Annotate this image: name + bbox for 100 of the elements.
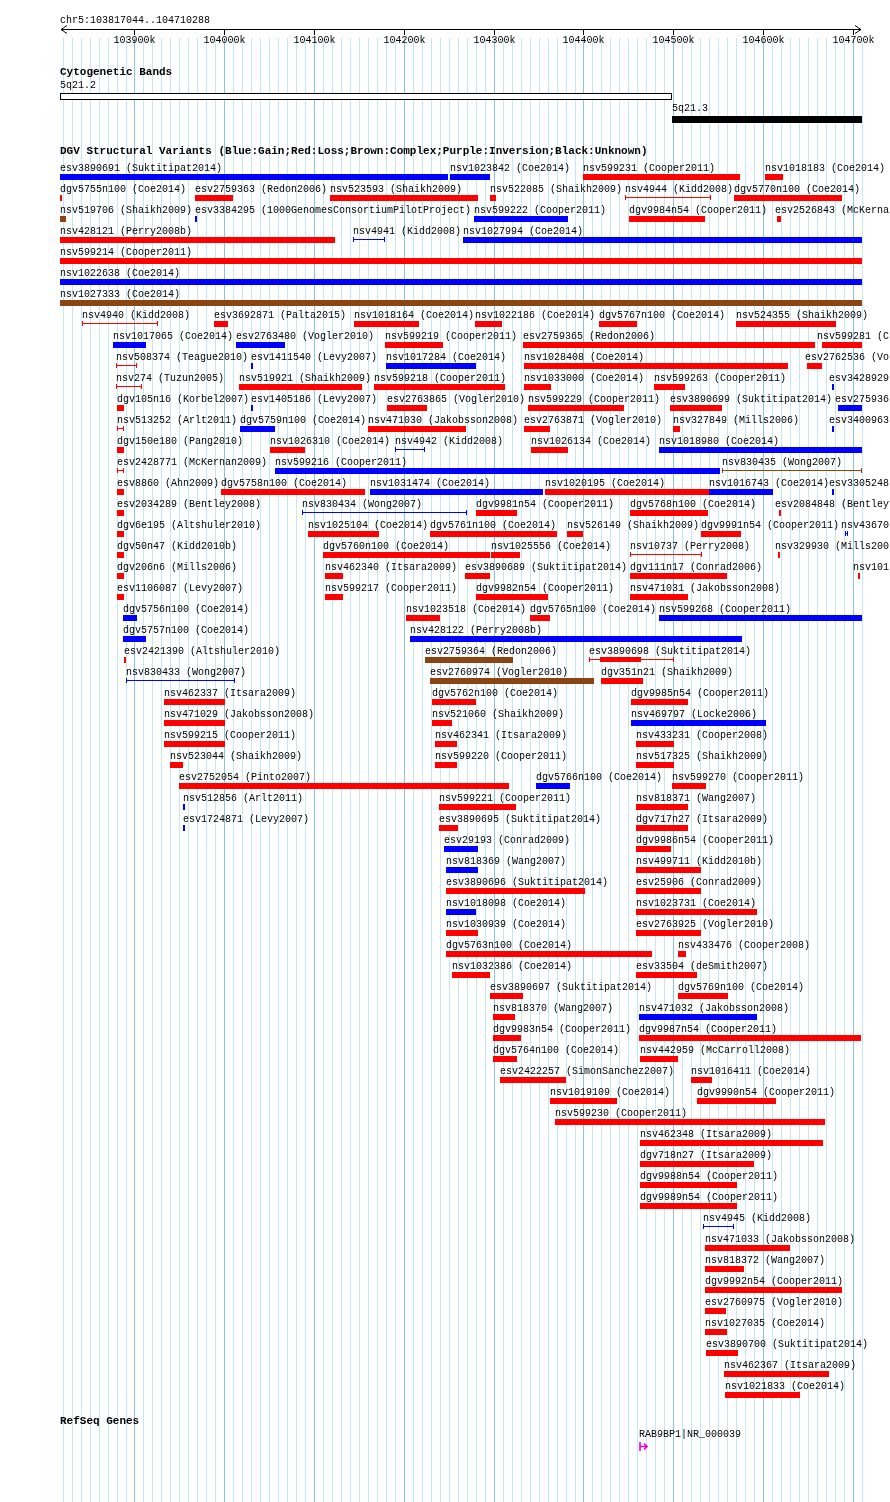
variant-label: nsv599220 (Cooper2011) <box>435 751 568 762</box>
tick-label: 104000k <box>203 35 246 46</box>
variant-label: nsv508374 (Teague2010) <box>116 352 249 363</box>
variant-label: nsv1018980 (Coe2014) <box>659 436 780 447</box>
variant-label: nsv599219 (Cooper2011) <box>385 331 518 342</box>
variant-label: dgv5758n100 (Coe2014) <box>221 478 348 489</box>
variant-label: nsv599231 (Cooper2011) <box>583 163 716 174</box>
variant-label: nsv274 (Tuzun2005) <box>116 373 225 384</box>
variant-label: dgv5761n100 (Coe2014) <box>430 520 557 531</box>
variant-label: esv2034289 (Bentley2008) <box>117 499 262 510</box>
variant-label: nsv830435 (Wong2007) <box>722 457 843 468</box>
tick-label: 104600k <box>742 35 785 46</box>
variant-label: nsv471032 (Jakobsson2008) <box>639 1003 790 1014</box>
variant-label: esv3890699 (Suktitipat2014) <box>670 394 833 405</box>
variant-label: dgv5770n100 (Coe2014) <box>734 184 861 195</box>
variant-label: nsv599268 (Cooper2011) <box>659 604 792 615</box>
variant-label: esv1405186 (Levy2007) <box>251 394 378 405</box>
variant-label: esv33504 (deSmith2007) <box>636 961 769 972</box>
variant-label: dgv9986n54 (Cooper2011) <box>636 835 775 846</box>
variant-label: esv2763871 (Vogler2010) <box>524 415 663 426</box>
variant-label: nsv43670 <box>841 520 889 531</box>
variant-label: esv2526843 (McKerna <box>775 205 890 216</box>
variant-label: nsv471030 (Jakobsson2008) <box>368 415 519 426</box>
variant-label: nsv462367 (Itsara2009) <box>724 1360 857 1371</box>
variant-label: nsv830433 (Wong2007) <box>126 667 247 678</box>
variant-label: esv3890691 (Suktitipat2014) <box>60 163 223 174</box>
variant-label: nsv462340 (Itsara2009) <box>325 562 458 573</box>
variant-label: nsv1027994 (Coe2014) <box>463 226 584 237</box>
variant-label: nsv1027035 (Coe2014) <box>705 1318 826 1329</box>
variant-label: nsv471029 (Jakobsson2008) <box>164 709 315 720</box>
tick-label: 104500k <box>652 35 695 46</box>
tick-label: 104400k <box>562 35 605 46</box>
variant-label: nsv1026134 (Coe2014) <box>531 436 652 447</box>
variant-label: esv2762536 (Vo <box>805 352 889 363</box>
variant-label: esv2760975 (Vogler2010) <box>705 1297 844 1308</box>
variant-label: esv2422257 (SimonSanchez2007) <box>500 1066 675 1077</box>
variant-label: nsv1018183 (Coe2014) <box>765 163 886 174</box>
tick-label: 104300k <box>473 35 516 46</box>
variant-label: nsv4940 (Kidd2008) <box>82 310 191 321</box>
variant-label: nsv512856 (Arlt2011) <box>183 793 304 804</box>
variant-label: dgv9982n54 (Cooper2011) <box>476 583 615 594</box>
variant-label: nsv1022638 (Coe2014) <box>60 268 181 279</box>
variant-label: nsv471031 (Jakobsson2008) <box>630 583 781 594</box>
band-label: 5q21.3 <box>672 103 708 114</box>
variant-label: nsv1025556 (Coe2014) <box>491 541 612 552</box>
variant-label: nsv1032386 (Coe2014) <box>452 961 573 972</box>
variant-label: esv2763480 (Vogler2010) <box>236 331 375 342</box>
variant-label: nsv428122 (Perry2008b) <box>410 625 543 636</box>
variant-label: dgv9987n54 (Cooper2011) <box>639 1024 778 1035</box>
variant-label: nsv471033 (Jakobsson2008) <box>705 1234 856 1245</box>
variant-label: dgv5757n100 (Coe2014) <box>123 625 250 636</box>
variant-label: nsv1031474 (Coe2014) <box>370 478 491 489</box>
variant-label: nsv499711 (Kidd2010b) <box>636 856 763 867</box>
variant-label: nsv1023842 (Coe2014) <box>450 163 571 174</box>
variant-label: nsv4945 (Kidd2008) <box>703 1213 812 1224</box>
variant-label: esv3400963 <box>829 415 889 426</box>
variant-label: nsv1028408 (Coe2014) <box>524 352 645 363</box>
variant-label: nsv599229 (Cooper2011) <box>528 394 661 405</box>
variant-label: esv2763925 (Vogler2010) <box>636 919 775 930</box>
variant-label: dgv5765n100 (Coe2014) <box>530 604 657 615</box>
variant-label: esv2759364 (Redon2006) <box>425 646 558 657</box>
variant-label: dgv5760n100 (Coe2014) <box>323 541 450 552</box>
variant-label: nsv522085 (Shaikh2009) <box>490 184 623 195</box>
variant-label: nsv1019109 (Coe2014) <box>550 1087 671 1098</box>
variant-label: dgv111n17 (Conrad2006) <box>630 562 763 573</box>
variant-label: esv2759365 (Redon2006) <box>523 331 656 342</box>
variant-label: esv3890697 (Suktitipat2014) <box>490 982 653 993</box>
variant-label: esv2752054 (Pinto2007) <box>179 772 312 783</box>
variant-label: esv2084848 (Bentley <box>775 499 890 510</box>
coordinate-range: chr5:103817044..104710288 <box>60 15 211 26</box>
variant-label: dgv5767n100 (Coe2014) <box>599 310 726 321</box>
tick-label: 104100k <box>293 35 336 46</box>
variant-label: dgv9988n54 (Cooper2011) <box>640 1171 779 1182</box>
variant-label: dgv5769n100 (Coe2014) <box>678 982 805 993</box>
variant-label: nsv1021833 (Coe2014) <box>725 1381 846 1392</box>
variant-label: nsv1016411 (Coe2014) <box>691 1066 812 1077</box>
variant-label: nsv329930 (Mills200 <box>775 541 890 552</box>
variant-label: nsv523593 (Shaikh2009) <box>330 184 463 195</box>
variant-label: nsv513252 (Arlt2011) <box>117 415 238 426</box>
variant-label: nsv818372 (Wang2007) <box>705 1255 826 1266</box>
variant-label: nsv526149 (Shaikh2009) <box>567 520 700 531</box>
variant-label: dgv9983n54 (Cooper2011) <box>493 1024 632 1035</box>
variant-label: nsv599221 (Cooper2011) <box>439 793 572 804</box>
variant-label: dgv9985n54 (Cooper2011) <box>631 688 770 699</box>
variant-label: esv275936 <box>835 394 889 405</box>
variant-label: dgv5759n100 (Coe2014) <box>240 415 367 426</box>
variant-label: dgv9984n54 (Cooper2011) <box>629 205 768 216</box>
variant-label: nsv101 <box>853 562 889 573</box>
variant-label: esv3428929 <box>829 373 889 384</box>
variant-label: dgv105n16 (Korbel2007) <box>117 394 250 405</box>
variant-label: nsv428121 (Perry2008b) <box>60 226 193 237</box>
variant-label: dgv717n27 (Itsara2009) <box>636 814 769 825</box>
variant-label: nsv599217 (Cooper2011) <box>325 583 458 594</box>
variant-label: dgv206n6 (Mills2006) <box>117 562 238 573</box>
variant-label: esv3890695 (Suktitipat2014) <box>439 814 602 825</box>
variant-label: nsv442959 (McCarroll2008) <box>640 1045 791 1056</box>
variant-label: esv8860 (Ahn2009) <box>117 478 220 489</box>
variant-label: esv2428771 (McKernan2009) <box>117 457 268 468</box>
band-label: 5q21.2 <box>60 80 96 91</box>
variant-label: dgv9992n54 (Cooper2011) <box>705 1276 844 1287</box>
